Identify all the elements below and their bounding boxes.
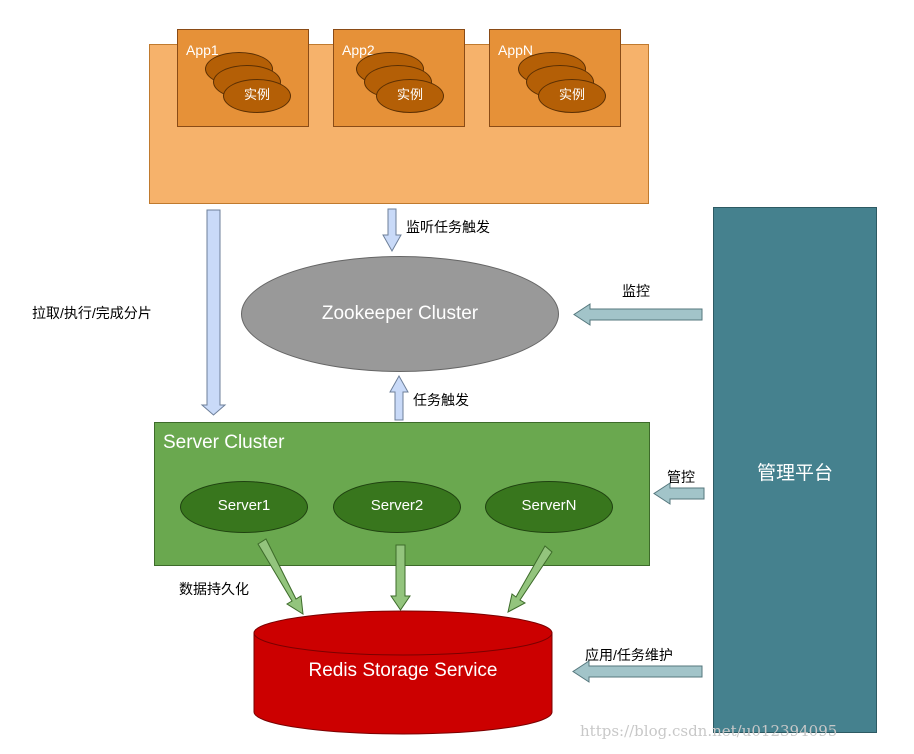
server-cluster-label: Server Cluster (163, 432, 285, 453)
app-box-appn: AppN 实例 (489, 29, 621, 127)
control-arrow (653, 482, 705, 505)
maintain-arrow (572, 660, 703, 683)
instance-label: 实例 (396, 87, 423, 102)
persist-arrow-3 (507, 545, 553, 613)
server-node-2 (333, 481, 461, 533)
monitor-arrow-label: 监控 (622, 283, 650, 299)
instance-shape (538, 79, 606, 113)
server-node-n (485, 481, 613, 533)
control-arrow-label: 管控 (667, 469, 695, 485)
app-box-app2: App2 实例 (333, 29, 465, 127)
redis-storage-label: Redis Storage Service (308, 660, 498, 681)
server-label: Server1 (217, 497, 271, 514)
trigger-arrow-label: 任务触发 (413, 392, 469, 408)
listen-arrow-label: 监听任务触发 (406, 219, 490, 235)
management-platform-label: 管理平台 (756, 463, 833, 484)
persist-arrow-label: 数据持久化 (179, 581, 249, 597)
trigger-arrow (389, 374, 409, 421)
zookeeper-cluster (241, 256, 559, 372)
app-label: AppN (498, 42, 534, 58)
server-node-1 (180, 481, 308, 533)
watermark-url: https://blog.csdn.net/u012394095 (580, 722, 838, 740)
pull-arrow-label: 拉取/执行/完成分片 (32, 305, 152, 321)
listen-arrow (382, 208, 402, 253)
app-label: App2 (342, 42, 375, 58)
server-label: ServerN (521, 497, 577, 514)
persist-arrow-1 (257, 538, 304, 615)
zookeeper-cluster-label: Zookeeper Cluster (321, 303, 479, 324)
redis-storage-cylinder (253, 610, 553, 735)
instance-shape (376, 79, 444, 113)
pull-arrow (200, 209, 227, 416)
instance-label: 实例 (243, 87, 270, 102)
app-label: App1 (186, 42, 219, 58)
server-label: Server2 (370, 497, 424, 514)
instance-shape (223, 79, 291, 113)
management-platform (713, 207, 877, 733)
app-box-app1: App1 实例 (177, 29, 309, 127)
monitor-arrow (573, 303, 703, 326)
persist-arrow-2 (390, 544, 411, 611)
instance-label: 实例 (558, 87, 585, 102)
maintain-arrow-label: 应用/任务维护 (585, 647, 673, 663)
